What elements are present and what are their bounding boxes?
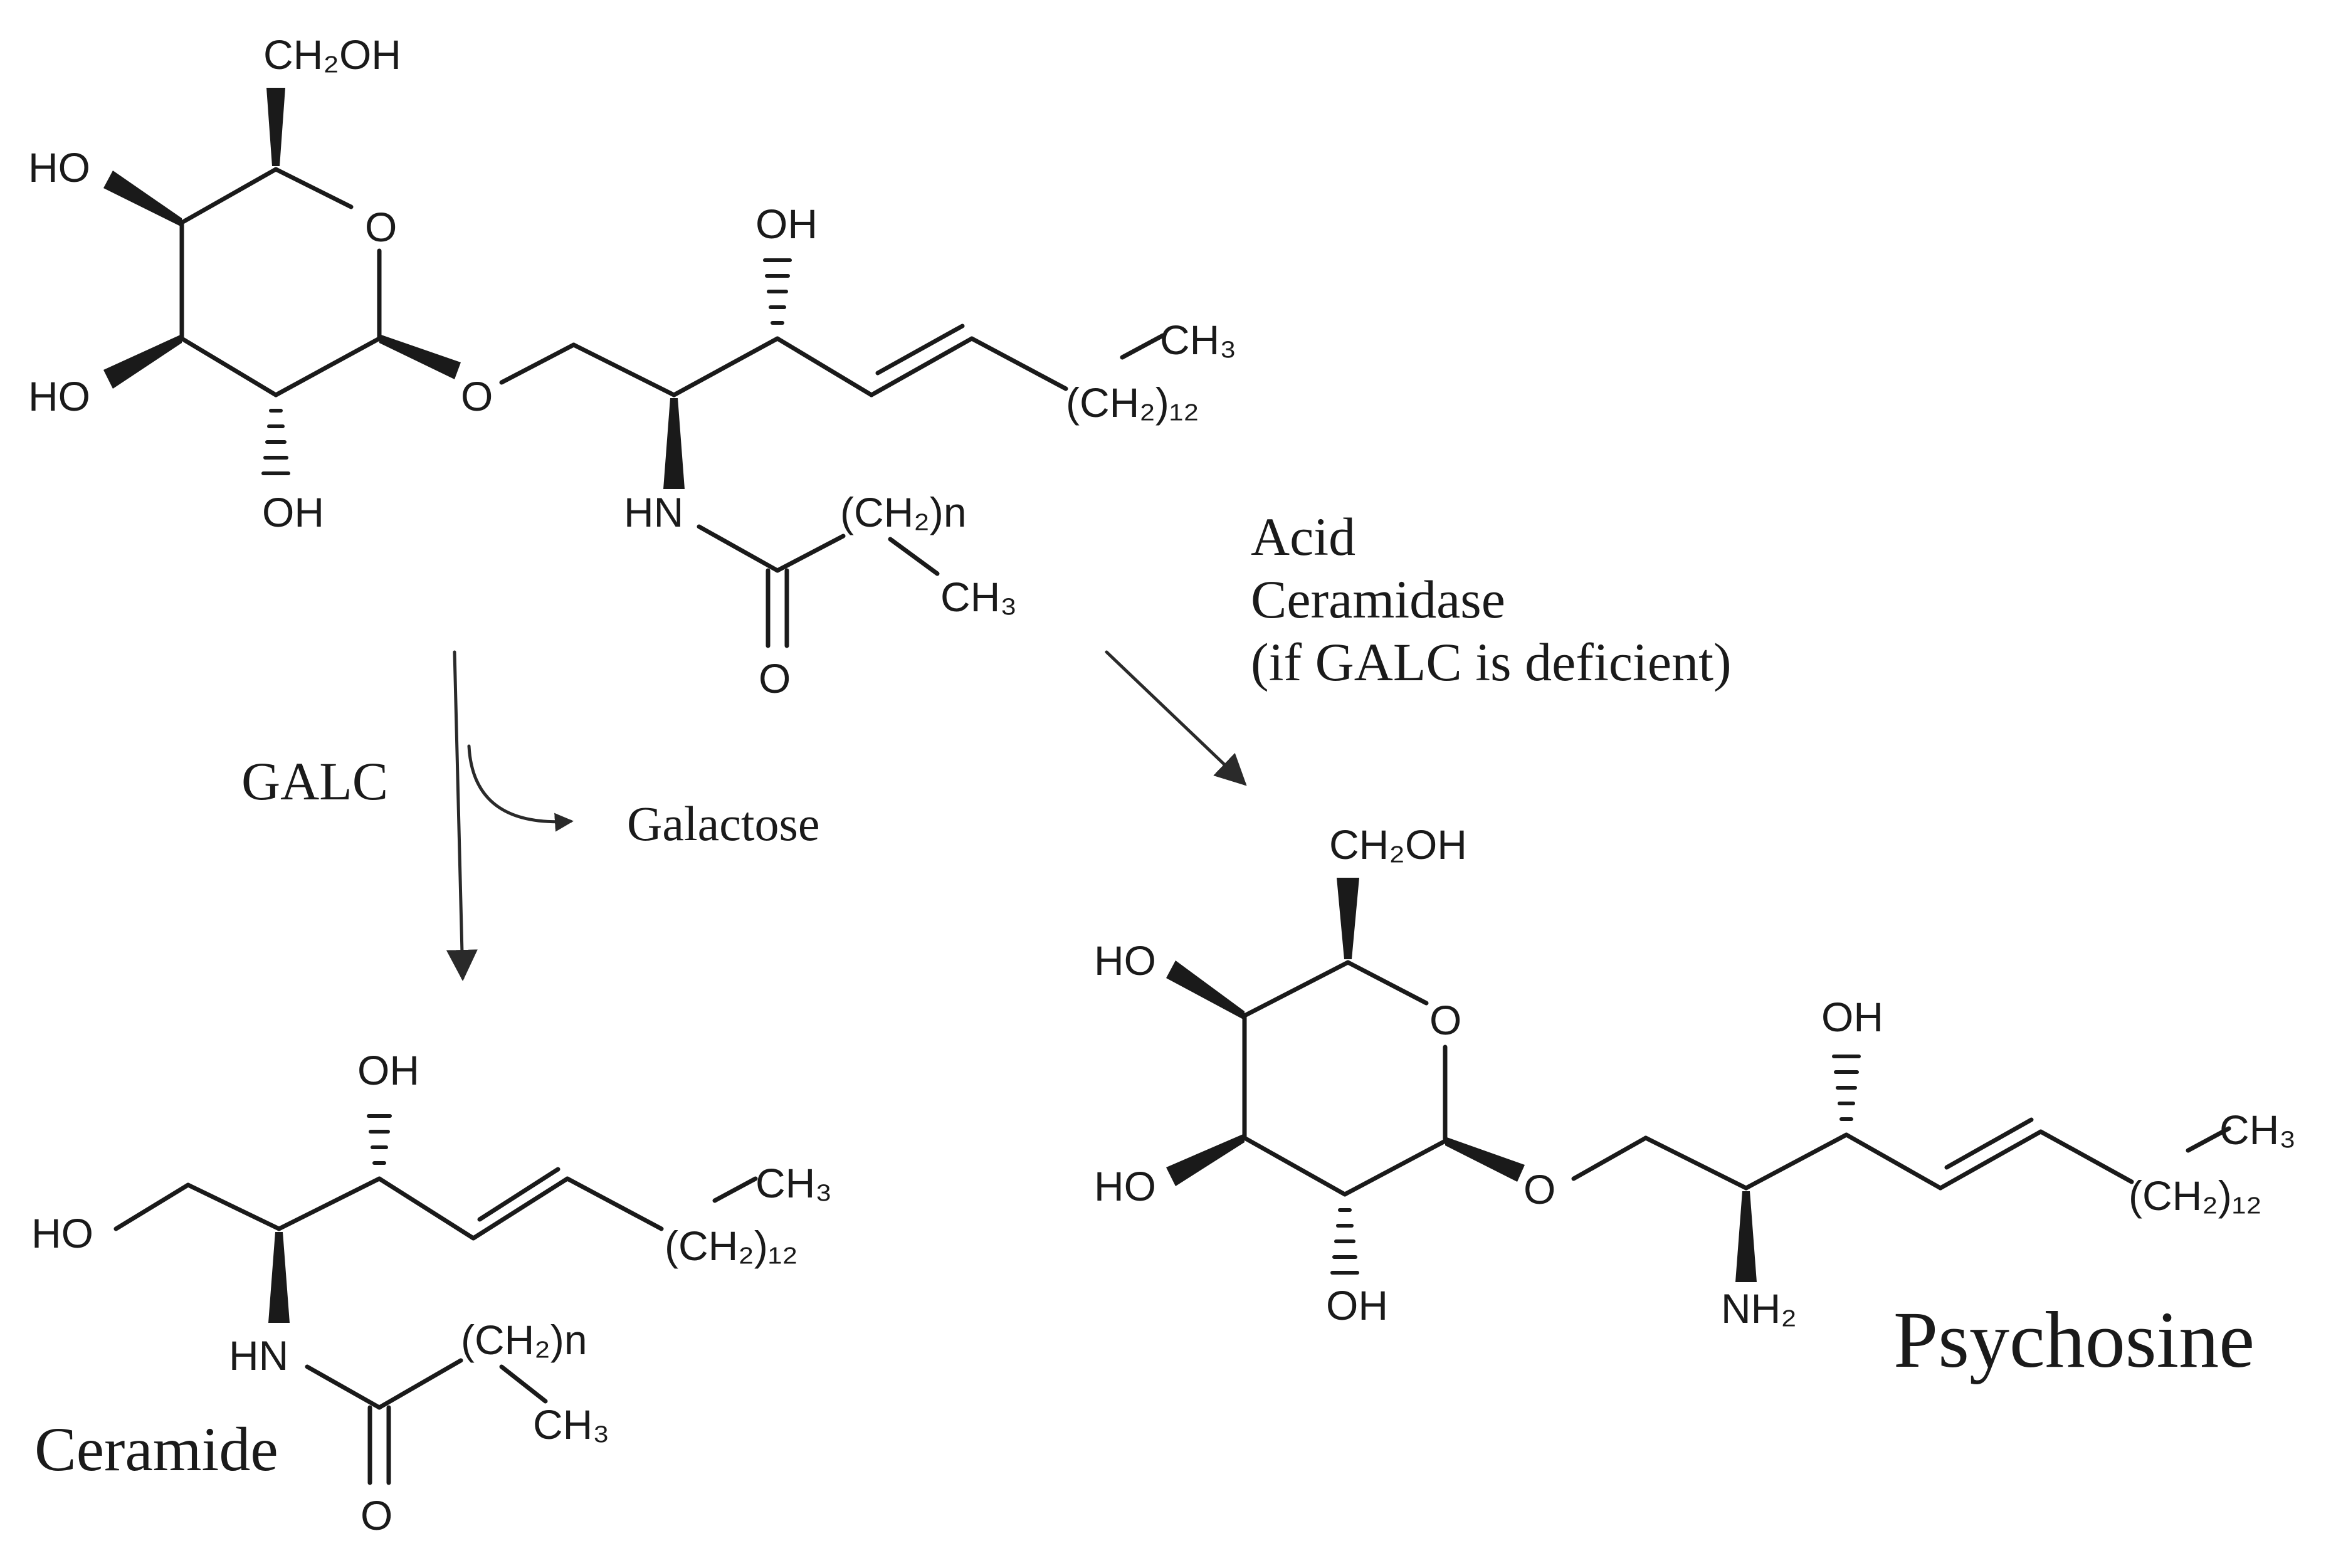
label-ch2oh: CH₂OH [263,31,401,78]
bond-chain-ch3 [712,1176,758,1203]
wedge-ho-lower [103,334,182,389]
label-ch3-tail: CH₃ [2219,1107,2296,1153]
ceramide-structure: HO OH HN (CH₂)n CH₃ O CH₃ (CH₂)₁₂ Cerami… [31,1047,832,1539]
psychosine-structure: CH₂OH HO O HO OH O OH NH₂ CH₃ (CH₂)₁₂ Ps… [1094,821,2296,1384]
bond-c5-chain [2038,1129,2134,1184]
label-ch3-tail: CH₃ [755,1160,832,1206]
galc-arrow [446,650,478,981]
bond-n-carbonyl [305,1364,382,1410]
bond-c3-c4 [377,1176,476,1241]
wedge-ho-lower [1166,1134,1245,1186]
label-galc: GALC [241,751,388,811]
label-ch2n: (CH₂)n [840,489,967,535]
label-carbonyl-o: O [759,655,791,702]
wedge-glycosidic [379,334,461,379]
label-ch2-12-tail: (CH₂)₁₂ [1066,379,1199,426]
bond-carbonyl-ch2 [775,534,846,573]
double-bond-a [869,336,974,397]
bond-ch2-ch3 [499,1364,548,1404]
bond-ch2-ch3 [888,537,940,576]
bond-o-c1 [1571,1135,1648,1181]
bond-chain-ch3 [2186,1126,2231,1153]
label-oh-bottom: OH [1326,1282,1388,1329]
galactose-ring [1242,960,1448,1197]
label-glyco-o: O [1523,1166,1555,1213]
label-acid: Acid [1251,507,1355,567]
bond-c1-c2 [571,342,676,397]
bond-c1-c2 [186,1182,282,1231]
wedge-ho-upper [1166,960,1245,1020]
label-ch2n: (CH₂)n [461,1317,587,1363]
wedge-nh [663,398,685,489]
label-ch3-tail: CH₃ [1160,317,1236,363]
label-ho: HO [31,1210,93,1256]
double-bond-a [1938,1129,2043,1191]
label-glyco-o: O [461,373,493,419]
bond-c3-c4 [775,336,874,397]
label-ho-lower: HO [28,373,90,419]
double-bond-a [471,1176,570,1241]
label-oh-chain: OH [1821,994,1883,1040]
double-bond-b [477,1167,560,1222]
ceramidase-arrow [1105,650,1247,786]
bond-ho-c1 [113,1182,191,1231]
bond-c3-c4 [1844,1132,1943,1191]
galactosylceramide-structure: CH₂OH HO O HO OH O OH HN (CH₂)n CH₃ O CH… [28,31,1236,702]
wedge-ch2oh [1337,878,1359,959]
label-galactose: Galactose [627,796,820,851]
label-carbonyl-o: O [360,1492,392,1539]
label-galc-deficient: (if GALC is deficient) [1251,632,1732,692]
label-oh-bottom: OH [262,489,324,535]
bond-c1-c2 [1643,1135,1749,1191]
label-ring-o: O [365,204,397,250]
bond-c2-c3 [1744,1132,1849,1191]
bond-c2-c3 [671,336,780,397]
bond-carbonyl-ch2 [377,1358,463,1410]
bond-c2-c3 [276,1176,382,1231]
hash-oh-chain [763,258,792,325]
label-ceramidase: Ceramidase [1251,569,1505,629]
label-ho-upper: HO [28,144,90,191]
wedge-glycosidic [1445,1137,1525,1182]
galactose-ring [179,167,382,397]
ceramidase-reaction: Acid Ceramidase (if GALC is deficient) [1105,507,1732,786]
label-ch2oh: CH₂OH [1329,821,1467,868]
label-ho-lower: HO [1094,1163,1156,1209]
label-ring-o: O [1429,997,1461,1043]
label-oh-chain: OH [755,201,818,247]
galactose-release-arrow [467,744,574,832]
wedge-nh [268,1232,290,1323]
wedge-ho-upper [103,171,182,227]
label-psychosine: Psychosine [1893,1295,2255,1384]
label-hn: HN [624,489,683,535]
label-ho-upper: HO [1094,937,1156,984]
wedge-ch2oh [266,88,285,166]
bond-o-c1 [499,342,576,385]
label-nh2: NH₂ [1721,1285,1797,1332]
hash-oh-chain [367,1114,392,1165]
label-hn: HN [229,1332,288,1379]
hash-oh-bottom [1330,1208,1359,1275]
bond-chain-ch3 [1120,333,1166,360]
bond-c5-chain [969,336,1068,391]
double-bond-b [1944,1117,2034,1170]
label-ch2-12-tail: (CH₂)₁₂ [2129,1172,2262,1219]
label-oh: OH [357,1047,419,1093]
hash-oh-chain [1832,1055,1861,1121]
label-ceramide: Ceramide [34,1414,278,1484]
bond-c5-chain [565,1176,664,1231]
label-ch2-12-tail: (CH₂)₁₂ [665,1223,798,1269]
hash-oh-bottom [261,409,290,475]
bond-n-carbonyl [697,524,780,573]
label-ch3-acyl: CH₃ [940,574,1017,620]
wedge-nh2 [1735,1191,1757,1282]
double-bond-b [875,324,965,376]
galc-reaction: GALC Galactose [241,650,820,981]
label-ch3-acyl: CH₃ [533,1401,609,1448]
